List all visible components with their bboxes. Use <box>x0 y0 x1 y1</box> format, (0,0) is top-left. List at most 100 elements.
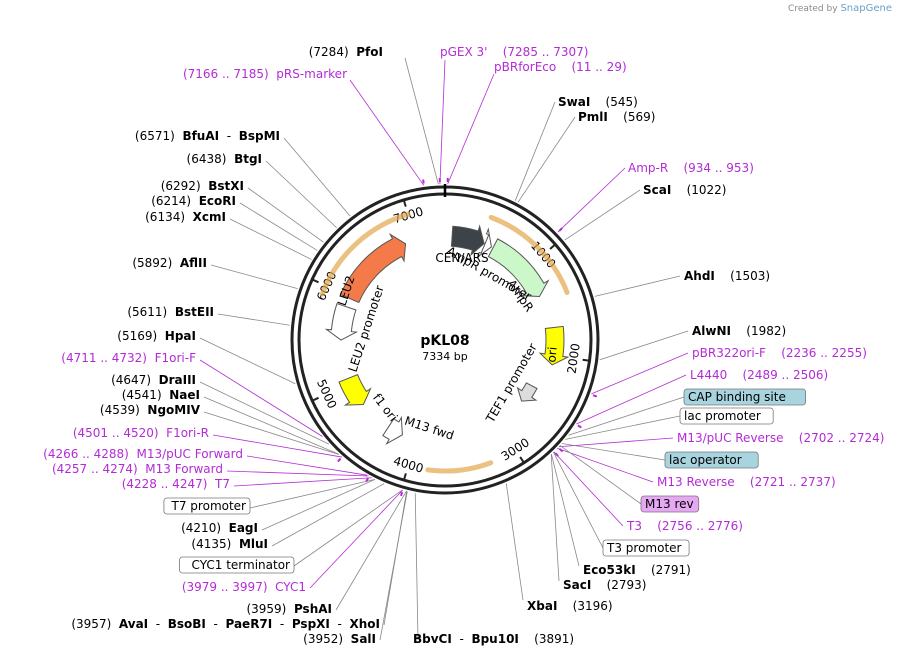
site-name: HpaI <box>165 329 196 343</box>
primer-label-f1ori-r[interactable]: (4501 .. 4520) F1ori-R <box>73 426 209 440</box>
primer-label-amp-r[interactable]: Amp-R (934 .. 953) <box>628 161 754 175</box>
site-label-xbai[interactable]: XbaI (3196) <box>527 599 613 613</box>
leader-line <box>247 187 324 243</box>
leader-line <box>203 396 339 455</box>
leader-line <box>229 218 312 260</box>
feature-label-f1-ori[interactable]: f1 ori <box>370 391 400 424</box>
primer-label-m13-puc-forward[interactable]: (4266 .. 4288) M13/pUC Forward <box>43 447 243 461</box>
ruler-tick-label: 2000 <box>565 342 583 374</box>
site-name: Eco53kI <box>583 563 636 577</box>
primer-label-t7[interactable]: (4228 .. 4247) T7 <box>122 477 230 491</box>
leader-line <box>293 489 403 567</box>
leader-line <box>557 447 654 483</box>
feature-box-m13-rev[interactable]: M13 rev <box>640 495 700 513</box>
primer-label-m13-forward[interactable]: (4257 .. 4274) M13 Forward <box>52 462 223 476</box>
feature-tef1-promoter[interactable] <box>516 382 538 402</box>
site-label-btgi[interactable]: (6438) BtgI <box>187 152 262 166</box>
feature-ampr[interactable] <box>487 238 550 298</box>
primer-label-pbrforeco[interactable]: pBRforEco (11 .. 29) <box>494 60 627 74</box>
primer-site-mark <box>554 452 559 457</box>
site-name: SalI <box>351 632 376 646</box>
primer-label-prs-marker[interactable]: (7166 .. 7185) pRS-marker <box>183 67 347 81</box>
site-name: AflII <box>180 256 207 270</box>
site-label-ahdi[interactable]: AhdI (1503) <box>684 269 770 283</box>
feature-f1-ori[interactable] <box>338 373 372 406</box>
plasmid-name: pKL08 <box>420 333 469 349</box>
primer-label-t3[interactable]: T3 (2756 .. 2776) <box>626 519 743 533</box>
site-label-hpai[interactable]: (5169) HpaI <box>117 329 196 343</box>
site-label-xcmi[interactable]: (6134) XcmI <box>145 210 226 224</box>
feature-label-ori[interactable]: ori <box>544 346 559 363</box>
site-coord: (4711 .. 4732) <box>61 351 154 365</box>
site-name: pGEX 3' <box>440 45 487 59</box>
feature-box-bg <box>664 451 759 469</box>
feature-cen-ars[interactable] <box>450 224 485 257</box>
leader-line <box>249 479 376 509</box>
site-coord: (4228 .. 4247) <box>122 477 215 491</box>
feature-box-t3-promoter[interactable]: T3 promoter <box>602 539 690 557</box>
leader-line <box>217 313 290 326</box>
site-label-swai[interactable]: SwaI (545) <box>558 95 638 109</box>
site-name: ScaI <box>643 183 671 197</box>
leader-line <box>558 437 674 448</box>
feature-box-cap-binding-site[interactable]: CAP binding site <box>683 388 806 406</box>
feature-label-cen-ars[interactable]: CEN/ARS <box>435 251 488 265</box>
primer-label-l4440[interactable]: L4440 (2489 .. 2506) <box>690 368 828 382</box>
site-label-aflii[interactable]: (5892) AflII <box>132 256 207 270</box>
site-coord: (4501 .. 4520) <box>73 426 166 440</box>
site-coord: (5892) <box>132 256 180 270</box>
feature-box-lac-promoter[interactable]: lac promoter <box>679 407 774 425</box>
feature-leu2[interactable] <box>339 233 407 304</box>
leader-line <box>594 275 681 297</box>
site-label-ngomiv[interactable]: (4539) NgoMIV <box>100 403 201 417</box>
ruler-tick <box>311 278 319 284</box>
site-label-pshai[interactable]: (3959) PshAI <box>246 602 332 616</box>
site-label-ecori[interactable]: (6214) EcoRI <box>151 194 236 208</box>
leader-line <box>210 264 298 290</box>
site-coord: (3196) <box>557 599 612 613</box>
primer-label-cyc1[interactable]: (3979 .. 3997) CYC1 <box>182 580 306 594</box>
feature-box-t7-promoter[interactable]: T7 promoter <box>163 497 251 515</box>
site-coord: (6214) <box>151 194 199 208</box>
site-name: - <box>330 617 350 631</box>
feature-label-tef1-promoter[interactable]: TEF1 promoter <box>483 341 540 426</box>
site-label-alwni[interactable]: AlwNI (1982) <box>692 324 786 338</box>
primer-label-pgex-3-[interactable]: pGEX 3' (7285 .. 7307) <box>440 45 588 59</box>
feature-ampr-promoter[interactable] <box>476 227 492 259</box>
feature-ori[interactable] <box>538 325 570 366</box>
primer-label-m13-puc-reverse[interactable]: M13/pUC Reverse (2702 .. 2724) <box>677 431 884 445</box>
feature-box-label: lac promoter <box>684 409 761 423</box>
site-label-sali[interactable]: (3952) SalI <box>303 632 376 646</box>
feature-box-cyc1-terminator[interactable]: CYC1 terminator <box>179 556 295 574</box>
site-name: SwaI <box>558 95 590 109</box>
feature-leu2-promoter[interactable] <box>324 302 359 341</box>
site-label-bsteii[interactable]: (5611) BstEII <box>127 305 214 319</box>
site-label-bbvci[interactable]: BbvCI - Bpu10I (3891) <box>413 632 574 646</box>
site-label-draiii[interactable]: (4647) DraIII <box>111 373 196 387</box>
feature-label-m13-fwd[interactable]: M13 fwd <box>403 414 456 443</box>
site-coord: (2791) <box>636 563 691 577</box>
feature-box-lac-operator[interactable]: lac operator <box>664 451 759 469</box>
site-label-pfoi[interactable]: (7284) PfoI <box>309 45 383 59</box>
site-label-saci[interactable]: SacI (2793) <box>563 578 647 592</box>
primer-label-pbr322ori-f[interactable]: pBR322ori-F (2236 .. 2255) <box>692 346 867 360</box>
site-label-bfuai[interactable]: (6571) BfuAI - BspMI <box>135 129 280 143</box>
site-label-mlui[interactable]: (4135) MluI <box>191 537 268 551</box>
site-coord: (6571) <box>135 129 183 143</box>
leader-line <box>404 57 439 185</box>
site-coord: (7285 .. 7307) <box>487 45 588 59</box>
site-label-pmli[interactable]: PmlI (569) <box>578 110 655 124</box>
primer-label-f1ori-f[interactable]: (4711 .. 4732) F1ori-F <box>61 351 196 365</box>
feature-m13-fwd[interactable] <box>382 415 403 446</box>
site-label-naei[interactable]: (4541) NaeI <box>122 388 200 402</box>
site-label-eagi[interactable]: (4210) EagI <box>181 521 258 535</box>
site-label-eco53ki[interactable]: Eco53kI (2791) <box>583 563 691 577</box>
site-label-avai[interactable]: (3957) AvaI - BsoBI - PaeR7I - PspXI - X… <box>71 617 380 631</box>
leader-line <box>439 59 446 185</box>
site-label-bstxi[interactable]: (6292) BstXI <box>161 179 244 193</box>
site-label-scai[interactable]: ScaI (1022) <box>643 183 727 197</box>
leader-line <box>553 451 624 527</box>
primer-label-m13-reverse[interactable]: M13 Reverse (2721 .. 2737) <box>657 475 836 489</box>
site-name: L4440 <box>690 368 727 382</box>
